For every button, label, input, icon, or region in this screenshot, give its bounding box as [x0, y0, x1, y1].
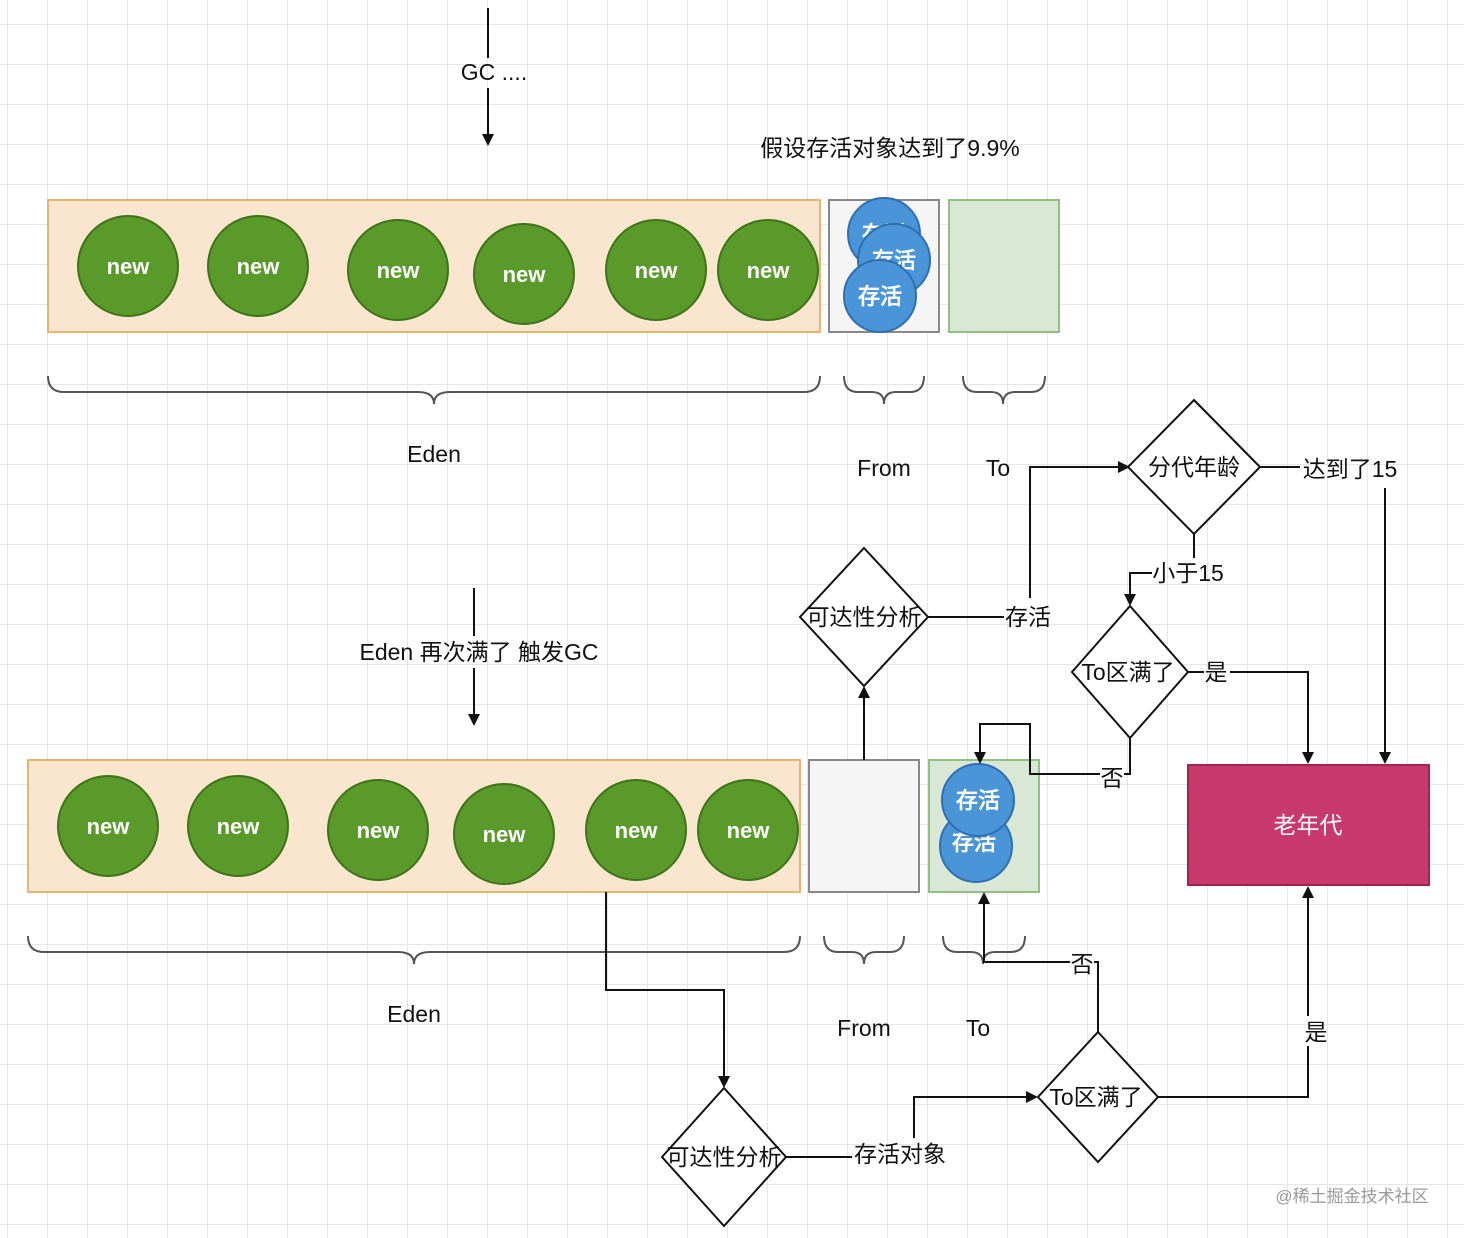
no-label-top: 否 — [1101, 765, 1124, 791]
reached-15-label: 达到了15 — [1303, 456, 1398, 482]
edge-no-top-a — [1124, 738, 1131, 775]
edge-less-15-to-tofull — [1124, 572, 1152, 606]
new-object-label: new — [237, 254, 281, 279]
old-gen-box — [1187, 764, 1430, 886]
eden-objects-top: new new new new new new — [77, 215, 819, 325]
from-brace-top — [843, 375, 925, 405]
new-object-label: new — [87, 814, 131, 839]
new-object-label: new — [747, 258, 791, 283]
edge-no-bottom-to-to-area — [978, 892, 1070, 963]
to-full-label-bottom: To区满了 — [1049, 1084, 1142, 1110]
new-object — [697, 779, 799, 881]
to-area-top — [948, 199, 1060, 333]
to-full-diamond-bottom — [1036, 1030, 1160, 1164]
from-area-bottom — [808, 759, 920, 893]
new-object-label: new — [635, 258, 679, 283]
new-object — [605, 219, 707, 321]
reachability-label-bottom: 可达性分析 — [667, 1144, 782, 1170]
reachability-diamond-top — [798, 546, 930, 688]
old-gen-label: 老年代 — [1274, 812, 1343, 838]
yes-label-top: 是 — [1205, 659, 1228, 685]
reachability-label-top: 可达性分析 — [807, 604, 922, 630]
survive-object-label: 存活 — [858, 284, 902, 309]
from-label-bottom: From — [837, 1015, 891, 1041]
new-object — [327, 779, 429, 881]
new-object — [347, 219, 449, 321]
to-objects-bottom: 存活 存活 — [939, 763, 1015, 883]
age-check-label: 分代年龄 — [1148, 454, 1240, 480]
gc-label: GC .... — [461, 59, 527, 85]
eden-brace-top — [47, 375, 821, 405]
edge-no-bottom-a — [1094, 961, 1099, 1032]
edge-yes-bottom-a — [1158, 1046, 1309, 1098]
reachability-diamond-bottom — [660, 1086, 788, 1228]
new-object — [57, 775, 159, 877]
survive-objects-label: 存活对象 — [854, 1141, 946, 1167]
new-object-label: new — [615, 818, 659, 843]
from-objects-top: 存活 存活 存活 — [843, 197, 931, 333]
survive-object-label: 存活 — [956, 788, 1000, 813]
to-full-label-top: To区满了 — [1081, 659, 1174, 685]
to-brace-top — [962, 375, 1046, 405]
edge-no-top-to-to-area — [974, 723, 1100, 775]
eden-brace-bottom — [27, 935, 801, 965]
edge-yes-top-to-oldgen — [1230, 671, 1314, 764]
survive-object — [843, 259, 917, 333]
new-object — [187, 775, 289, 877]
from-brace-bottom — [823, 935, 905, 965]
edge-eden-to-reachability — [605, 892, 730, 1088]
new-object — [77, 215, 179, 317]
to-label-top: To — [986, 455, 1010, 481]
survive-label: 存活 — [1005, 604, 1051, 630]
watermark: @稀土掘金技术社区 — [1275, 1187, 1428, 1206]
from-label-top: From — [857, 455, 911, 481]
yes-label-bottom: 是 — [1305, 1019, 1328, 1045]
eden-label-top: Eden — [407, 441, 461, 467]
trigger-label: Eden 再次满了 触发GC — [360, 639, 599, 665]
to-label-bottom: To — [966, 1015, 990, 1041]
new-object-label: new — [217, 814, 261, 839]
eden-label-bottom: Eden — [387, 1001, 441, 1027]
new-object-label: new — [377, 258, 421, 283]
edge-survive-objects-to-tofull — [913, 1091, 1038, 1138]
new-object-label: new — [357, 818, 401, 843]
survive-object — [941, 763, 1015, 837]
edge-survive-to-age — [1029, 461, 1130, 598]
new-object — [717, 219, 819, 321]
assumption-label: 假设存活对象达到了9.9% — [760, 135, 1019, 161]
new-object — [453, 783, 555, 885]
new-object — [585, 779, 687, 881]
new-object-label: new — [727, 818, 771, 843]
eden-objects-bottom: new new new new new new — [57, 775, 799, 885]
new-object-label: new — [107, 254, 151, 279]
new-object — [207, 215, 309, 317]
new-object — [473, 223, 575, 325]
to-brace-bottom — [942, 935, 1026, 965]
less-than-15-label: 小于15 — [1152, 560, 1224, 586]
no-label-bottom: 否 — [1071, 951, 1094, 977]
new-object-label: new — [483, 822, 527, 847]
new-object-label: new — [503, 262, 547, 287]
